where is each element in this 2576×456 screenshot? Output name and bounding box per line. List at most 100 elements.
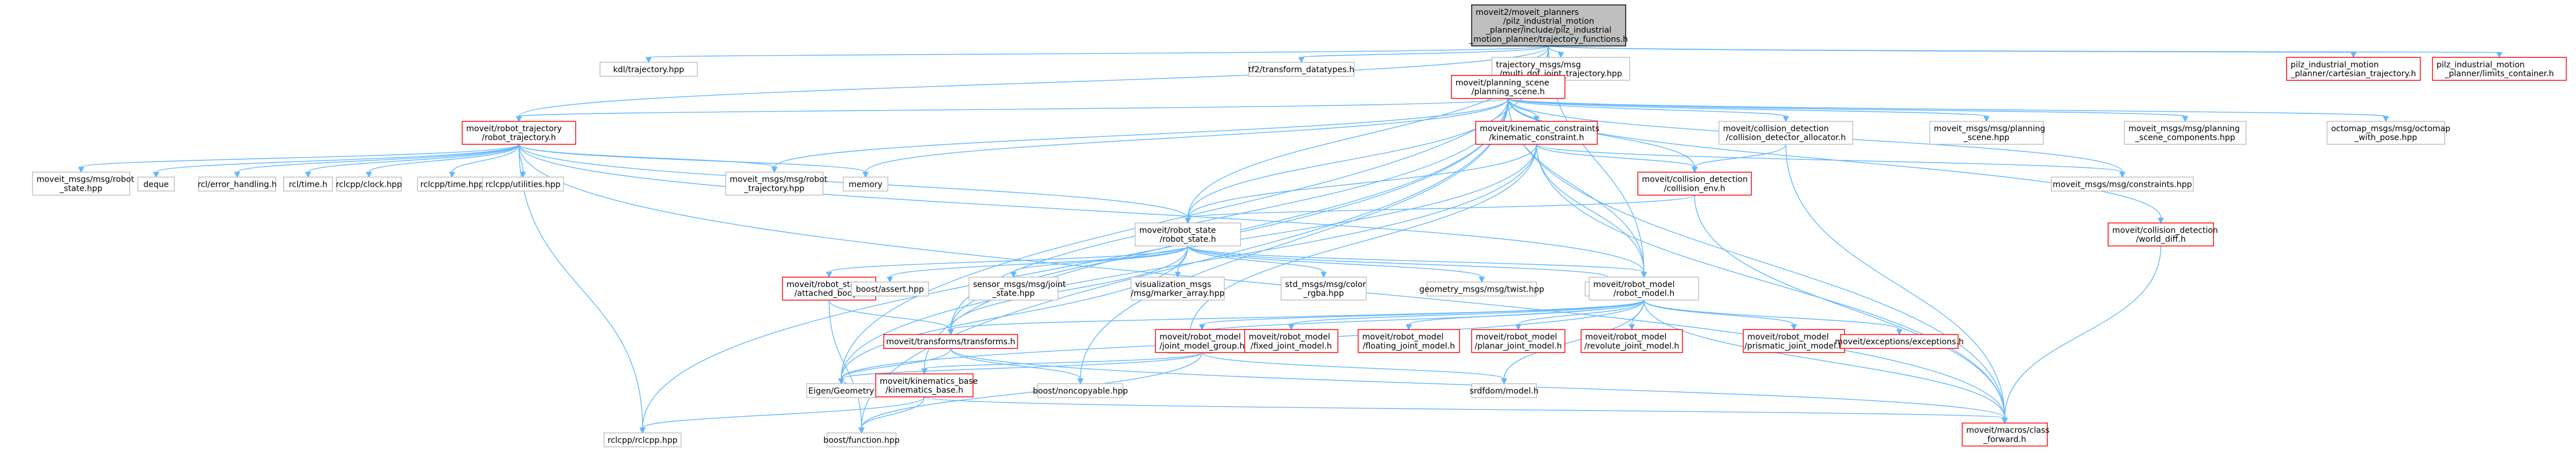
node-function[interactable]: boost/function.hpp xyxy=(823,432,900,447)
node-kin_base[interactable]: moveit/kinematics_base/kinematics_base.h xyxy=(875,373,978,398)
node-pilz_lim[interactable]: pilz_industrial_motion_planner/limits_co… xyxy=(2432,57,2567,81)
node-box xyxy=(599,62,698,77)
edge-ps-to-rt xyxy=(516,98,1509,123)
graph-content: moveit2/moveit_planners/pilz_industrial_… xyxy=(32,4,2567,447)
node-label-line: moveit/collision_detection xyxy=(1723,124,1829,133)
node-eigen[interactable]: Eigen/Geometry xyxy=(806,383,876,398)
node-label-line: rcl/time.h xyxy=(289,180,327,189)
node-cd_alloc[interactable]: moveit/collision_detection/collision_det… xyxy=(1718,121,1854,145)
node-color[interactable]: std_msgs/msg/color_rgba.hpp xyxy=(1280,277,1367,301)
node-box xyxy=(417,176,487,192)
node-label-line: moveit/planning_scene xyxy=(1456,78,1549,88)
edge-kc-to-cd_env xyxy=(1536,144,1698,174)
node-label-line: moveit/collision_detection xyxy=(1642,175,1748,184)
node-label-line: moveit/transforms/transforms.h xyxy=(886,337,1015,347)
edge-root-to-rt xyxy=(516,45,1549,123)
node-label-line: rclcpp/rclcpp.hpp xyxy=(608,436,678,445)
node-octomap[interactable]: octomap_msgs/msg/octomap_with_pose.hpp xyxy=(2326,121,2451,145)
node-label-line: /kinematic_constraint.h xyxy=(1489,133,1584,143)
node-label-line: moveit/collision_detection xyxy=(2112,226,2218,235)
node-floating[interactable]: moveit/robot_model/floating_joint_model.… xyxy=(1358,329,1460,353)
node-revolute[interactable]: moveit/robot_model/revolute_joint_model.… xyxy=(1580,329,1683,353)
node-ps[interactable]: moveit/planning_scene/planning_scene.h xyxy=(1451,74,1566,99)
node-label-line: /prismatic_joint_model.h xyxy=(1744,341,1843,351)
node-noncopy[interactable]: boost/noncopyable.hpp xyxy=(1033,383,1128,398)
node-deque[interactable]: deque xyxy=(137,176,175,192)
node-rstate[interactable]: moveit/robot_state/robot_state.h xyxy=(1134,222,1241,247)
node-prismatic[interactable]: moveit/robot_model/prismatic_joint_model… xyxy=(1743,329,1845,353)
edge-attached-to-transforms xyxy=(828,300,954,336)
node-twist[interactable]: geometry_msgs/msg/twist.hpp xyxy=(1419,281,1544,297)
edge-rmodel-to-fixed xyxy=(1288,300,1645,331)
node-constraints[interactable]: moveit_msgs/msg/constraints.hpp xyxy=(2051,176,2194,192)
node-pilz_cart[interactable]: pilz_industrial_motion_planner/cartesian… xyxy=(2286,57,2421,81)
node-label-line: /robot_trajectory.h xyxy=(482,133,556,143)
node-cd_env[interactable]: moveit/collision_detection/collision_env… xyxy=(1637,171,1752,196)
node-label-line: /fixed_joint_model.h xyxy=(1250,341,1332,351)
edge-transforms-to-noncopy xyxy=(950,348,1084,385)
edge-rstate-to-assert xyxy=(887,246,1189,283)
node-label-line: moveit_msgs/msg/constraints.hpp xyxy=(2052,180,2192,189)
node-label-line: srdfdom/model.h xyxy=(1469,387,1539,396)
node-rclcpp[interactable]: rclcpp/rclcpp.hpp xyxy=(603,432,682,447)
node-label-line: moveit/robot_trajectory xyxy=(466,124,562,133)
node-clock[interactable]: rclcpp/clock.hpp xyxy=(336,176,402,192)
node-exceptions[interactable]: moveit/exceptions/exceptions.h xyxy=(1835,334,1964,349)
node-box xyxy=(1840,334,1959,349)
node-ps_hpp[interactable]: moveit_msgs/msg/planning_scene.hpp xyxy=(1929,121,2046,145)
node-assert[interactable]: boost/assert.hpp xyxy=(851,281,929,297)
edge-root-to-traj_msgs xyxy=(1548,45,1564,58)
node-box xyxy=(1588,277,1700,301)
node-box xyxy=(1743,329,1845,353)
node-label-line: _planner/limits_container.h xyxy=(2444,69,2554,78)
node-fixed[interactable]: moveit/robot_model/fixed_joint_model.h xyxy=(1244,329,1339,353)
node-box xyxy=(336,176,402,192)
node-kdl_traj[interactable]: kdl/trajectory.hpp xyxy=(599,62,698,77)
node-rcl_time[interactable]: rcl/time.h xyxy=(283,176,333,192)
node-label-line: moveit/kinematic_constraints xyxy=(1480,124,1599,133)
node-label-line: /planar_joint_model.h xyxy=(1474,341,1562,351)
node-memory[interactable]: memory xyxy=(843,176,888,192)
node-box xyxy=(198,176,276,192)
node-label-line: /robot_state.h xyxy=(1159,235,1216,244)
node-transforms[interactable]: moveit/transforms/transforms.h xyxy=(883,334,1018,349)
edge-rmodel-to-prismatic xyxy=(1643,300,1798,331)
node-psc_hpp[interactable]: moveit_msgs/msg/planning_scene_component… xyxy=(2123,121,2247,145)
node-box xyxy=(2432,57,2567,81)
node-tf2_dt[interactable]: tf2/transform_datatypes.h xyxy=(1248,62,1355,77)
node-label-line: _scene_components.hpp xyxy=(2135,133,2235,143)
node-rmodel[interactable]: moveit/robot_model/robot_model.h xyxy=(1588,277,1700,301)
node-rs_hpp[interactable]: moveit_msgs/msg/robot_state.hpp xyxy=(32,171,135,196)
node-label-line: /attached_body.h xyxy=(795,289,864,298)
node-label-line: /collision_detector_allocator.h xyxy=(1726,133,1846,143)
node-label-line: moveit/exceptions/exceptions.h xyxy=(1835,337,1964,347)
node-err[interactable]: rcl/error_handling.h xyxy=(198,176,277,192)
node-box xyxy=(843,176,888,192)
node-rt[interactable]: moveit/robot_trajectory/robot_trajectory… xyxy=(462,121,576,145)
node-js[interactable]: sensor_msgs/msg/joint_state.hpp xyxy=(968,277,1067,301)
node-box xyxy=(283,176,333,192)
node-macros[interactable]: moveit/macros/class_forward.h xyxy=(1961,422,2050,447)
node-label-line: _with_pose.hpp xyxy=(2354,133,2417,143)
node-world_diff[interactable]: moveit/collision_detection/world_diff.h xyxy=(2107,222,2218,247)
node-box xyxy=(1471,4,1626,46)
node-label-line: memory xyxy=(848,180,882,189)
node-label-line: rclcpp/time.hpp xyxy=(420,180,484,189)
node-rclcpp_time[interactable]: rclcpp/time.hpp xyxy=(417,176,487,192)
node-box xyxy=(137,176,175,192)
node-label-line: moveit/robot_model xyxy=(1585,332,1666,341)
node-label-line: moveit/robot_model xyxy=(1476,332,1557,341)
node-planar[interactable]: moveit/robot_model/planar_joint_model.h xyxy=(1471,329,1566,353)
node-kc[interactable]: moveit/kinematic_constraints/kinematic_c… xyxy=(1475,121,1599,145)
node-label-line: _state.hpp xyxy=(59,184,102,193)
node-label-line: moveit/robot_state xyxy=(1139,226,1216,235)
node-label-line: _planner/cartesian_trajectory.h xyxy=(2290,69,2416,78)
node-label-line: pilz_industrial_motion xyxy=(2437,60,2525,69)
node-robot_traj[interactable]: moveit_msgs/msg/robot_trajectory.hpp xyxy=(725,171,828,196)
node-label-line: visualization_msgs xyxy=(1135,280,1212,289)
node-util[interactable]: rclcpp/utilities.hpp xyxy=(482,176,564,192)
node-srdf[interactable]: srdfdom/model.h xyxy=(1469,383,1539,398)
node-label-line: moveit/robot_state xyxy=(786,280,863,289)
node-marker[interactable]: visualization_msgs/msg/marker_array.hpp xyxy=(1130,277,1225,301)
node-jmg[interactable]: moveit/robot_model/joint_model_group.h xyxy=(1155,329,1249,353)
